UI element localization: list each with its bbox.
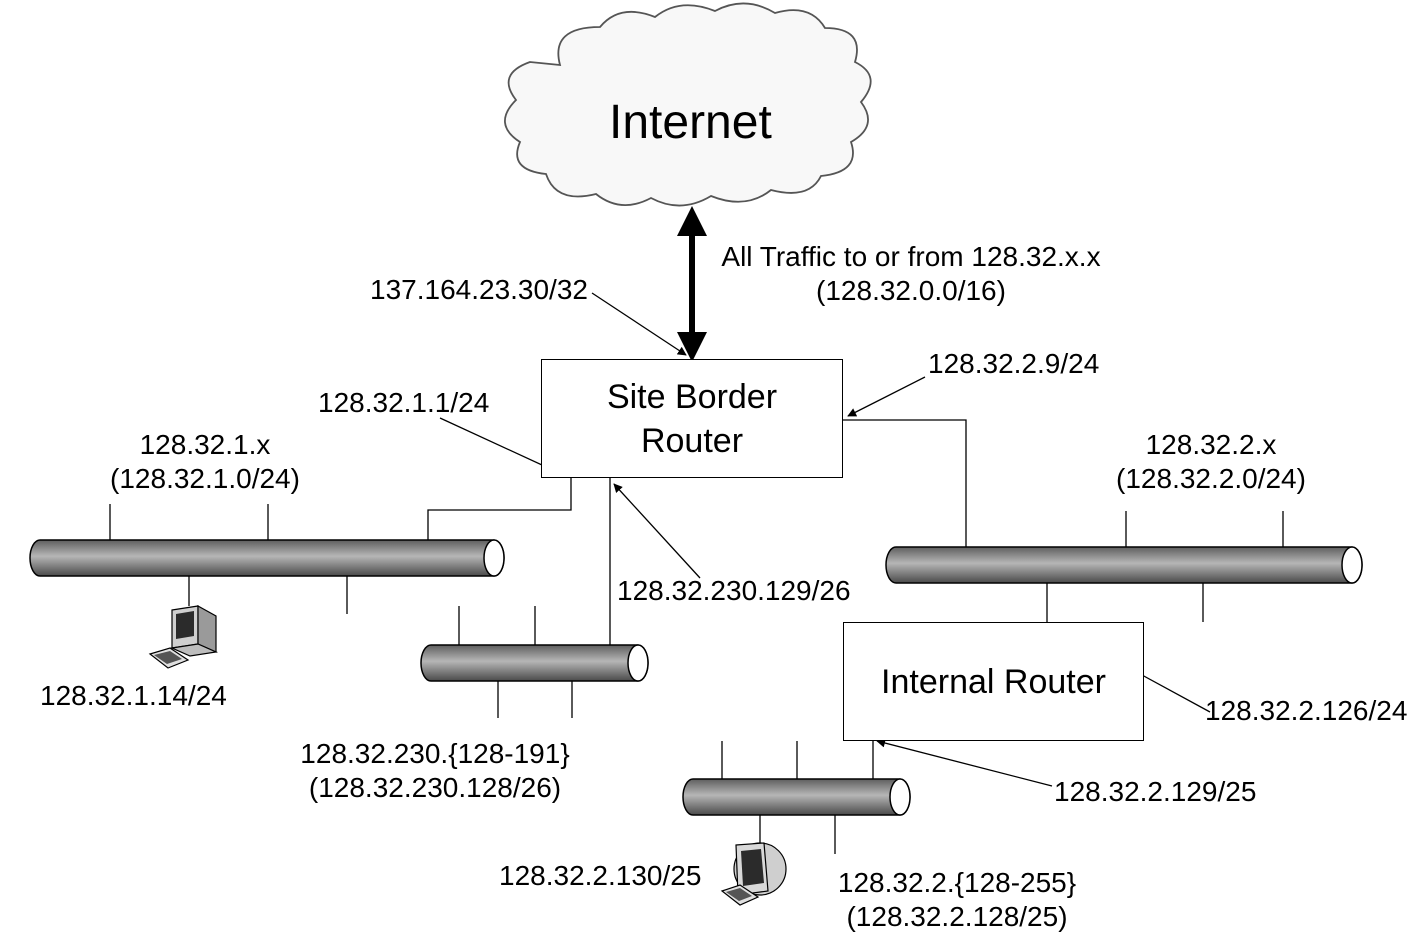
cloud-icon: [504, 2, 872, 207]
site-border-router-line2: Router: [640, 421, 744, 460]
ethernet-bus-net230: [420, 644, 649, 682]
network-label-net1: 128.32.1.x (128.32.1.0/24): [100, 428, 310, 496]
network-label-net230: 128.32.230.{128-191} (128.32.230.128/26): [290, 737, 580, 805]
uplink-label: All Traffic to or from 128.32.x.x (128.3…: [712, 240, 1110, 308]
border-net2-interface-label: 128.32.2.9/24: [928, 348, 1100, 379]
ethernet-bus-net1: [29, 539, 505, 577]
internal-router[interactable]: Internal Router: [843, 622, 1144, 741]
computer-icon: [720, 842, 787, 906]
network-net2-128-cidr: (128.32.2.128/25): [846, 901, 1068, 932]
border-external-interface-label: 137.164.23.30/32: [370, 274, 588, 305]
internet-label: Internet: [609, 96, 772, 149]
ethernet-bus-net2-128: [682, 778, 911, 816]
network-net2-cidr: (128.32.2.0/24): [1116, 463, 1306, 494]
internal-downstream-interface-label: 128.32.2.129/25: [1054, 776, 1257, 807]
computer-icon: [148, 604, 219, 669]
site-border-router-line1: Site Border: [606, 377, 778, 416]
network-net2-name: 128.32.2.x: [1145, 429, 1277, 460]
host2-address-label: 128.32.2.130/25: [499, 860, 702, 891]
internal-router-label: Internal Router: [881, 662, 1106, 701]
network-net230-name: 128.32.230.{128-191}: [300, 738, 570, 769]
network-net230-cidr: (128.32.230.128/26): [308, 772, 562, 803]
network-label-net2: 128.32.2.x (128.32.2.0/24): [1106, 428, 1316, 496]
network-net2-128-name: 128.32.2.{128-255}: [837, 867, 1077, 898]
uplink-label-line2: (128.32.0.0/16): [816, 275, 1006, 306]
network-label-net2-128: 128.32.2.{128-255} (128.32.2.128/25): [826, 866, 1088, 934]
host1-address-label: 128.32.1.14/24: [40, 680, 227, 711]
network-net1-name: 128.32.1.x: [139, 429, 271, 460]
uplink-label-line1: All Traffic to or from 128.32.x.x: [721, 241, 1101, 272]
connection-wires: [109, 419, 1284, 854]
network-net1-cidr: (128.32.1.0/24): [110, 463, 300, 494]
internal-upstream-interface-label: 128.32.2.126/24: [1205, 695, 1408, 726]
border-net230-interface-label: 128.32.230.129/26: [617, 575, 851, 606]
ethernet-bus-net2: [885, 546, 1363, 584]
site-border-router[interactable]: Site Border Router: [541, 359, 843, 478]
border-net1-interface-label: 128.32.1.1/24: [318, 387, 490, 418]
